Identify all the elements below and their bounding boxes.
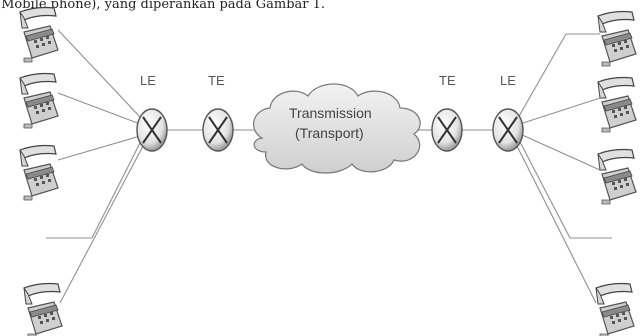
left-local-exchange-switch [136, 108, 168, 152]
right-wire-4 [518, 139, 571, 239]
left-wire-5 [59, 145, 144, 304]
desk-telephone-icon [19, 144, 59, 201]
right-wire-2 [519, 97, 601, 125]
desk-telephone-icon [19, 72, 59, 129]
caption-text: (Mobile phone), yang diperankan pada Gam… [0, 0, 325, 12]
left-wire-1 [57, 29, 142, 119]
cloud-label-line2: (Transport) [295, 125, 364, 141]
left-wire-3 [57, 135, 141, 161]
desk-telephone-icon [19, 6, 59, 63]
left-le-label: LE [140, 73, 156, 88]
right-le-label: LE [500, 73, 516, 88]
left-trunk-exchange-switch [202, 108, 234, 152]
right-te-label: TE [439, 73, 456, 88]
right-wire-5 [516, 145, 597, 304]
desk-telephone-icon [597, 76, 637, 133]
cloud-label-line1: Transmission [289, 105, 372, 121]
desk-telephone-icon [23, 282, 63, 336]
right-wire-1 [517, 33, 567, 119]
desk-telephone-icon [597, 148, 637, 205]
left-te-label: TE [208, 73, 225, 88]
network-cloud-icon [253, 83, 421, 174]
right-wire-3 [519, 133, 601, 171]
left-wire-2 [57, 92, 141, 125]
desk-telephone-icon [597, 10, 637, 67]
right-trunk-exchange-switch [431, 108, 463, 152]
left-wire-4b [91, 140, 142, 239]
desk-telephone-icon [595, 282, 635, 336]
right-local-exchange-switch [492, 108, 524, 152]
